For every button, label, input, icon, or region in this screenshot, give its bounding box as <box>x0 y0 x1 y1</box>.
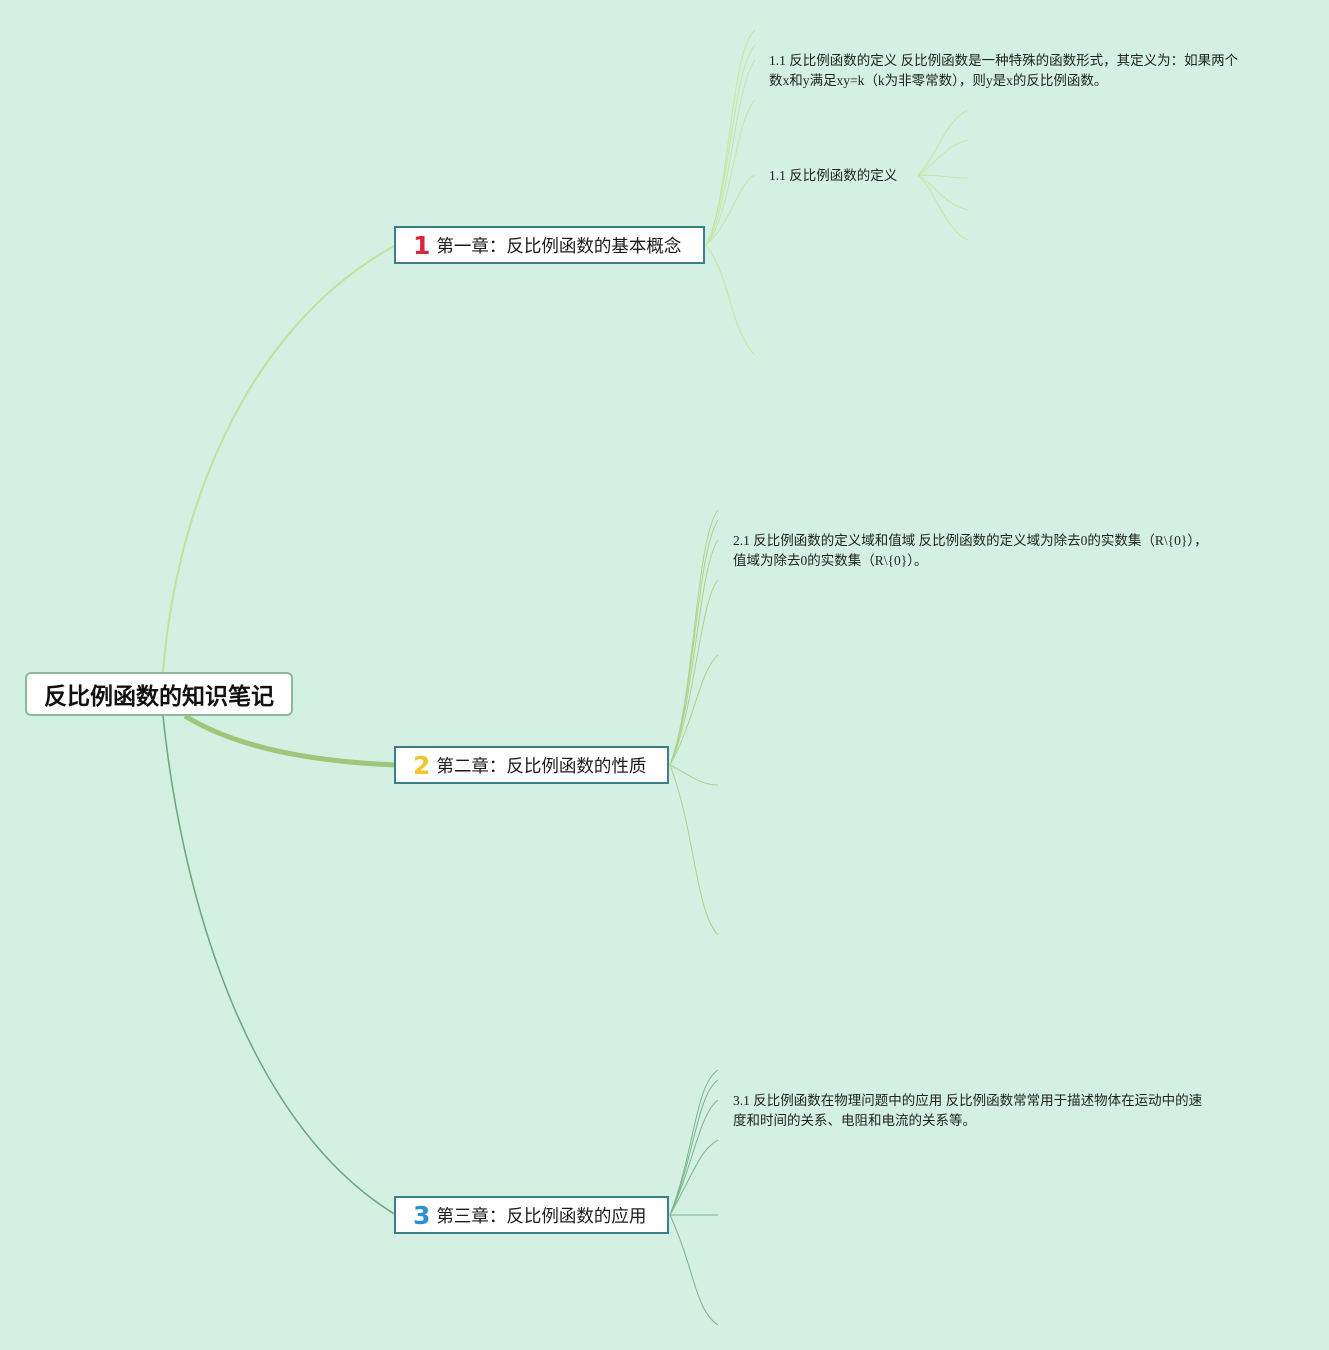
leaf-1-1-definition-title[interactable]: 1.1 反比例函数的定义 <box>769 168 898 183</box>
leaf-3-1-physics-application[interactable]: 3.1 反比例函数在物理问题中的应用 反比例函数常常用于描述物体在运动中的速 度… <box>733 1091 1293 1131</box>
chapter-2-number: 2 <box>413 750 431 780</box>
leaf-2-1-domain-range[interactable]: 2.1 反比例函数的定义域和值域 反比例函数的定义域为除去0的实数集（R\{0}… <box>733 531 1293 571</box>
item-1-1-fan <box>917 109 969 241</box>
chapter-3-subbranches <box>669 1069 719 1326</box>
leaf-1-1-line-1: 1.1 反比例函数的定义 反比例函数是一种特殊的函数形式，其定义为：如果两个 <box>769 53 1239 68</box>
chapter-2-subbranches <box>669 509 719 936</box>
leaf-1-1-definition-text[interactable]: 1.1 反比例函数的定义 反比例函数是一种特殊的函数形式，其定义为：如果两个 数… <box>769 51 1289 91</box>
root-node-title[interactable]: 反比例函数的知识笔记 <box>25 672 293 716</box>
chapter-node-3[interactable]: 3 第三章：反比例函数的应用 <box>394 1196 669 1234</box>
chapter-1-label: 第一章：反比例函数的基本概念 <box>436 236 682 257</box>
connector-root-chapter-3 <box>162 715 397 1216</box>
leaf-1-1-line-2: 数x和y满足xy=k（k为非零常数），则y是x的反比例函数。 <box>769 73 1108 88</box>
chapter-3-label: 第三章：反比例函数的应用 <box>436 1206 647 1227</box>
connector-root-chapter-1 <box>162 244 397 673</box>
chapter-node-2[interactable]: 2 第二章：反比例函数的性质 <box>394 746 669 784</box>
connector-root-chapter-2 <box>183 713 397 768</box>
chapter-3-number: 3 <box>413 1200 431 1230</box>
leaf-3-1-line-1: 3.1 反比例函数在物理问题中的应用 反比例函数常常用于描述物体在运动中的速 <box>733 1093 1203 1108</box>
chapter-node-1[interactable]: 1 第一章：反比例函数的基本概念 <box>394 226 705 264</box>
chapter-2-label: 第二章：反比例函数的性质 <box>436 756 647 777</box>
chapter-1-number: 1 <box>413 230 431 260</box>
leaf-3-1-line-2: 度和时间的关系、电阻和电流的关系等。 <box>733 1113 976 1128</box>
leaf-2-1-line-1: 2.1 反比例函数的定义域和值域 反比例函数的定义域为除去0的实数集（R\{0}… <box>733 533 1208 548</box>
leaf-2-1-line-2: 值域为除去0的实数集（R\{0}）。 <box>733 553 928 568</box>
chapter-1-subbranches <box>705 29 756 356</box>
